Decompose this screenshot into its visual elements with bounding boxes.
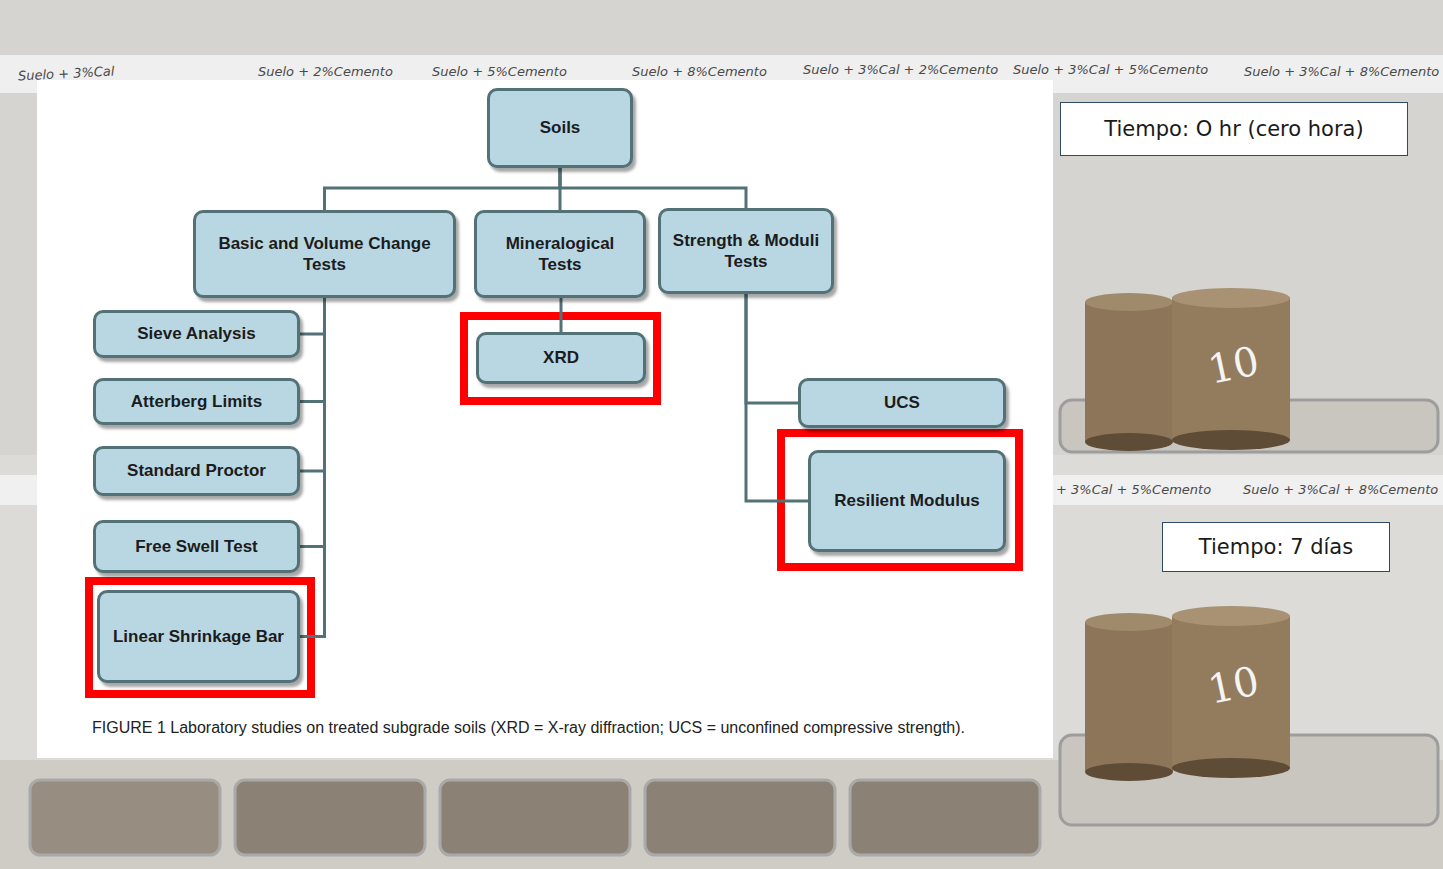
test-box: Atterberg Limits [93,378,300,425]
highlight-frames [89,316,1019,694]
node-text: XRD [543,347,579,368]
test-box: UCS [798,378,1006,428]
tree-connector [300,298,325,471]
tree-connector [560,168,746,208]
test-box: Standard Proctor [93,446,300,496]
node-text: Soils [540,117,581,138]
node-text: Basic and Volume Change Tests [204,233,445,276]
figure-panel [37,80,1053,758]
test-box: XRD [476,332,646,384]
category-box: Basic and Volume Change Tests [193,210,456,298]
node-text: Strength & Moduli Tests [669,230,823,273]
node-text: Tiempo: 7 días [1199,535,1353,559]
tree-connector [300,298,325,547]
tree-connector [325,168,561,210]
node-text: Free Swell Test [135,536,258,557]
sample-label: + 3%Cal + 5%Cemento [1056,482,1211,497]
time-tag: Tiempo: 7 días [1162,522,1390,572]
root-box: Soils [487,88,633,168]
time-tag: Tiempo: O hr (cero hora) [1060,102,1408,156]
sample-label: Suelo + 3%Cal + 8%Cemento [1244,64,1439,79]
tree-connector [746,294,798,403]
node-text: Standard Proctor [127,460,266,481]
node-text: Sieve Analysis [137,323,255,344]
node-text: Mineralogical Tests [485,233,635,276]
tree-connector [300,298,325,637]
node-text: Linear Shrinkage Bar [113,626,284,647]
node-text: UCS [884,392,920,413]
node-text: Atterberg Limits [131,391,262,412]
sample-label: Suelo + 3%Cal + 2%Cemento [803,62,998,77]
category-box: Strength & Moduli Tests [658,208,834,294]
node-text: Tiempo: O hr (cero hora) [1104,117,1363,141]
sample-label: Suelo + 3%Cal + 5%Cemento [1013,62,1208,77]
test-box: Resilient Modulus [808,450,1006,552]
tree-connector [560,298,563,332]
node-text: Resilient Modulus [834,490,979,511]
test-box: Sieve Analysis [93,310,300,358]
sample-label: Suelo + 2%Cemento [258,64,393,79]
sample-label: Suelo + 5%Cemento [432,64,567,79]
tree-connector [300,298,325,402]
sample-label: Suelo + 8%Cemento [632,64,767,79]
test-box: Free Swell Test [93,520,300,573]
sample-label: Suelo + 3%Cal + 8%Cemento [1243,482,1438,497]
category-box: Mineralogical Tests [474,210,646,298]
tree-connector [300,298,325,334]
test-box: Linear Shrinkage Bar [97,590,300,683]
figure-caption: FIGURE 1 Laboratory studies on treated s… [92,716,992,739]
